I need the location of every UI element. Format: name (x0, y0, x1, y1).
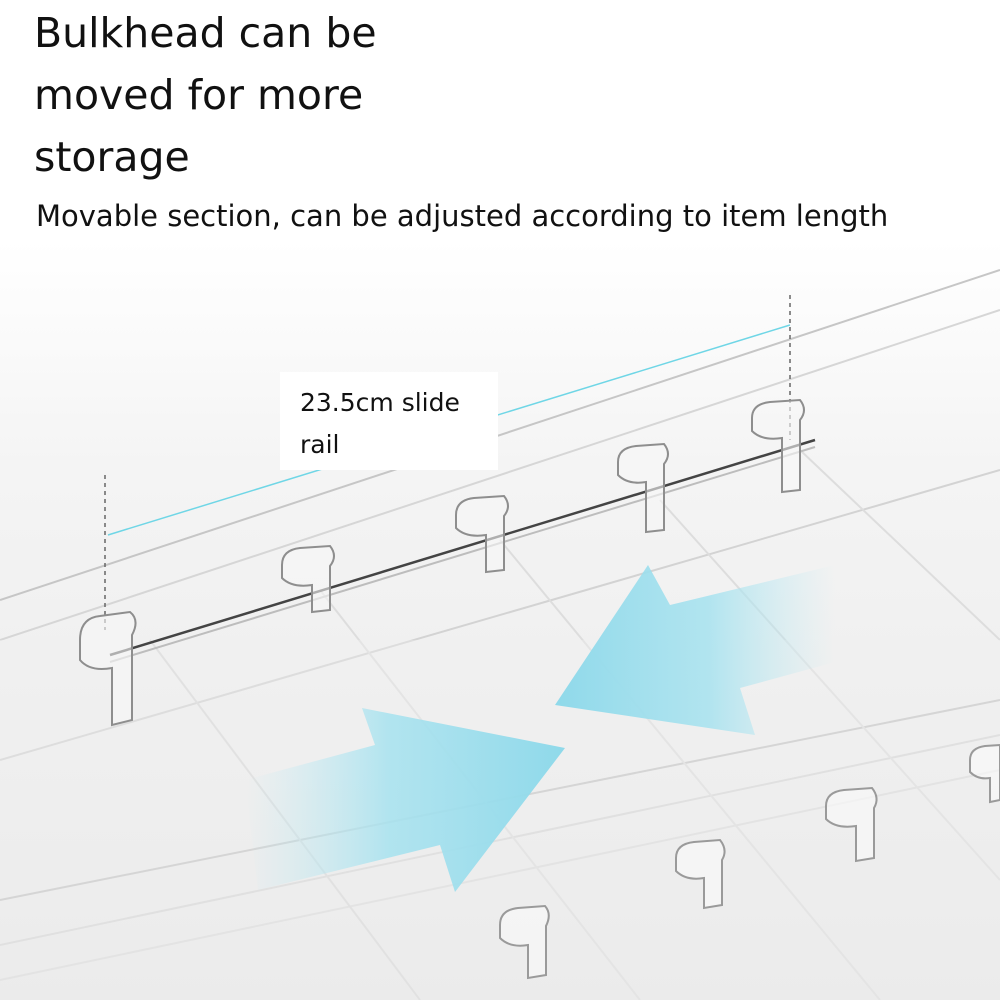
slide-rail (109, 438, 816, 663)
headline: Bulkhead can be moved for more storage (34, 9, 377, 181)
tray (0, 269, 1000, 1000)
arrow-left-icon (555, 565, 835, 735)
rail-label-box: 23.5cm slide rail (280, 372, 498, 470)
front-clips (499, 743, 1000, 980)
subheadline: Movable section, can be adjusted accordi… (36, 199, 889, 233)
arrow-right-icon (245, 708, 565, 892)
rail-length-label: 23.5cm slide rail (300, 388, 460, 459)
rail-clips (79, 398, 805, 727)
